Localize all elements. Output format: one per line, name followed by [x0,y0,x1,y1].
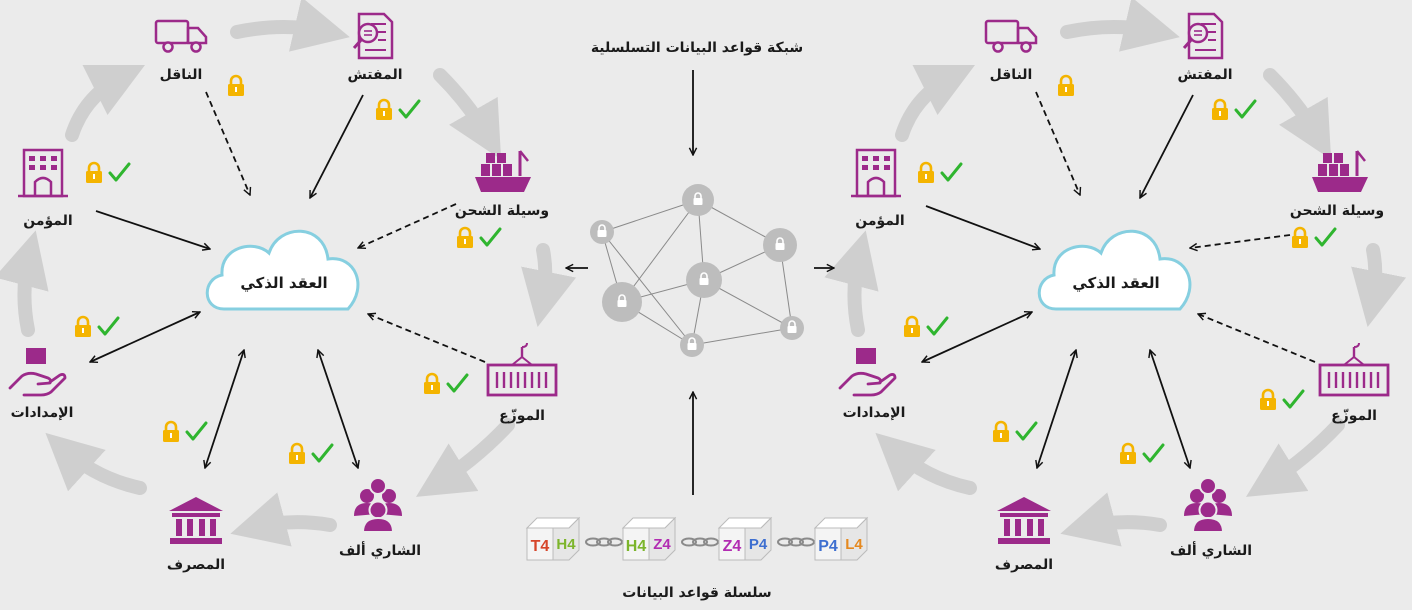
bank-label: المصرف [166,557,226,573]
chain-link-icon [692,537,708,547]
shipping-label: وسيلة الشحن [1289,203,1385,219]
distributor-label: الموزّع [1331,408,1377,424]
flow-arrow [0,230,49,337]
block-label-right: L4 [845,536,863,553]
link-arrow [318,350,358,468]
distributor-label: الموزّع [499,408,545,424]
flow-arrow [1263,68,1332,160]
dashed-link-arrow [368,314,486,363]
chain-link-icon [799,537,815,547]
link-arrow [922,312,1032,362]
buyer-label: الشاري ألف [338,543,422,559]
link-arrow [205,350,244,468]
block-cube: P4 L4 [813,516,869,561]
shipping-label: وسيلة الشحن [454,203,550,219]
dashed-link-arrow [205,91,250,195]
flow-arrow [45,432,147,495]
supplies-label: الإمدادات [10,405,74,421]
block-cube: Z4 P4 [717,516,773,561]
chain-link-icon [585,537,601,547]
link-arrow [925,205,1040,249]
blockchain-network [566,70,834,495]
link-arrow [90,312,200,362]
cube-right-face [744,516,772,561]
flow-arrow [65,64,146,142]
chain-link-icon [703,537,719,547]
flow-arrow [895,64,976,142]
flow-arrow [1351,243,1407,327]
flow-arrow [824,230,879,337]
block-label-right: P4 [749,536,768,553]
network-title: شبكة قواعد البيانات التسلسلية [590,40,804,56]
link-arrow [1150,350,1190,468]
insurer-label: المؤمن [23,213,73,229]
dashed-link-arrow [1198,314,1316,363]
contract-links [90,91,1316,468]
chain-link-icon [607,537,623,547]
flow-arrow [433,68,502,160]
cube-right-face [552,516,580,561]
block-cube: H4 Z4 [621,516,677,561]
carrier-label: الناقل [989,67,1033,83]
smart-contract-clouds [205,229,1192,311]
link-arrow [1139,94,1194,198]
flow-arrow [1060,0,1180,52]
network-edge [601,231,693,346]
chain-link-icon [777,537,793,547]
carrier-label: الناقل [159,67,203,83]
network-edge [621,199,699,303]
block-label-left: Z4 [723,538,742,555]
smart-contract-cloud-icon [205,229,360,311]
process-ring-arrows [0,0,1407,547]
cube-right-face [648,516,676,561]
dashed-link-arrow [1190,234,1291,248]
network-edge [691,327,793,346]
insurer-label: المؤمن [855,213,905,229]
chain-link-icon [681,537,697,547]
dashed-link-arrow [1035,91,1080,195]
chain-link-icon [788,537,804,547]
cube-right-face [840,516,868,561]
link-arrow [1037,350,1076,468]
flow-arrow [521,243,577,327]
smart-contract-label: العقد الذكي [1072,274,1160,292]
flow-arrow [1060,492,1167,547]
flow-arrow [416,418,515,497]
inspector-label: المفتش [347,67,403,83]
chain-title: سلسلة قواعد البيانات [622,585,772,601]
bank-label: المصرف [994,557,1054,573]
flow-arrow [230,0,350,52]
block-label-left: T4 [531,538,550,555]
block-cube: T4 H4 [525,516,581,561]
chain-link-icon [596,537,612,547]
inspector-label: المفتش [1177,67,1233,83]
block-label-right: Z4 [653,536,671,553]
block-label-left: H4 [626,538,647,555]
database-chain: T4 H4 H4 Z4 Z4 P4 P4 L4 [525,516,869,561]
buyer-label: الشاري ألف [1169,543,1253,559]
block-label-left: P4 [818,538,838,555]
supplies-label: الإمدادات [842,405,906,421]
network-edge [601,199,699,233]
link-arrow [309,94,364,198]
block-label-right: H4 [556,536,576,553]
dashed-link-arrow [358,203,457,248]
flow-arrow [1246,418,1345,497]
flow-arrow [230,492,337,547]
flow-arrow [875,432,977,495]
smart-contract-label: العقد الذكي [240,274,328,292]
link-arrow [95,210,210,249]
smart-contract-cloud-icon [1037,229,1192,311]
